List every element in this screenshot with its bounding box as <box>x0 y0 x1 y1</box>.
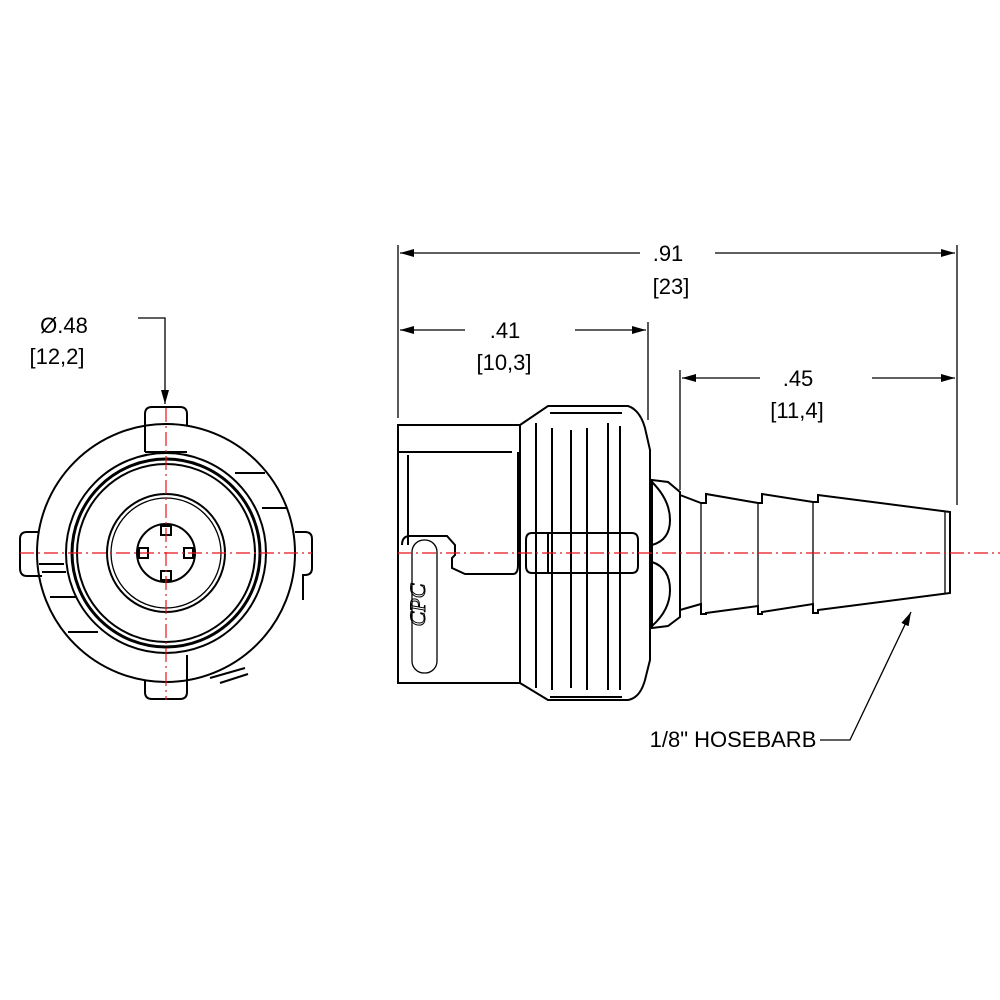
diameter-label: Ø.48 <box>40 313 88 338</box>
body-length: .41 <box>490 318 521 343</box>
diameter-leader <box>138 317 169 404</box>
tab-top <box>144 406 188 452</box>
body-notch <box>401 452 519 575</box>
front-centerlines <box>20 408 312 700</box>
barb-length: .45 <box>783 366 814 391</box>
overall-length-metric: [23] <box>653 274 690 299</box>
front-view: Ø.48 [12,2] <box>19 313 313 700</box>
callout-leader <box>820 611 912 741</box>
cpc-logo: CPC <box>405 583 430 626</box>
overall-length: .91 <box>653 241 684 266</box>
nut-ribs <box>535 423 621 690</box>
flange-slots <box>50 472 287 633</box>
barb-length-metric: [11,4] <box>770 398 823 423</box>
body-length-metric: [10,3] <box>476 350 531 375</box>
body <box>397 424 521 684</box>
logo-panel <box>411 539 438 674</box>
hosebarb-callout: 1/8" HOSEBARB <box>650 727 817 752</box>
extension-lines <box>397 245 958 505</box>
coupling-nut <box>519 405 651 701</box>
hex-collar <box>651 478 681 630</box>
tab-right <box>295 531 313 600</box>
side-view: CPC .91 [23] .41 [10,3] .45 [11,4] 1/8" … <box>397 241 1000 752</box>
hose-barb <box>679 492 951 615</box>
diameter-metric: [12,2] <box>29 344 84 369</box>
